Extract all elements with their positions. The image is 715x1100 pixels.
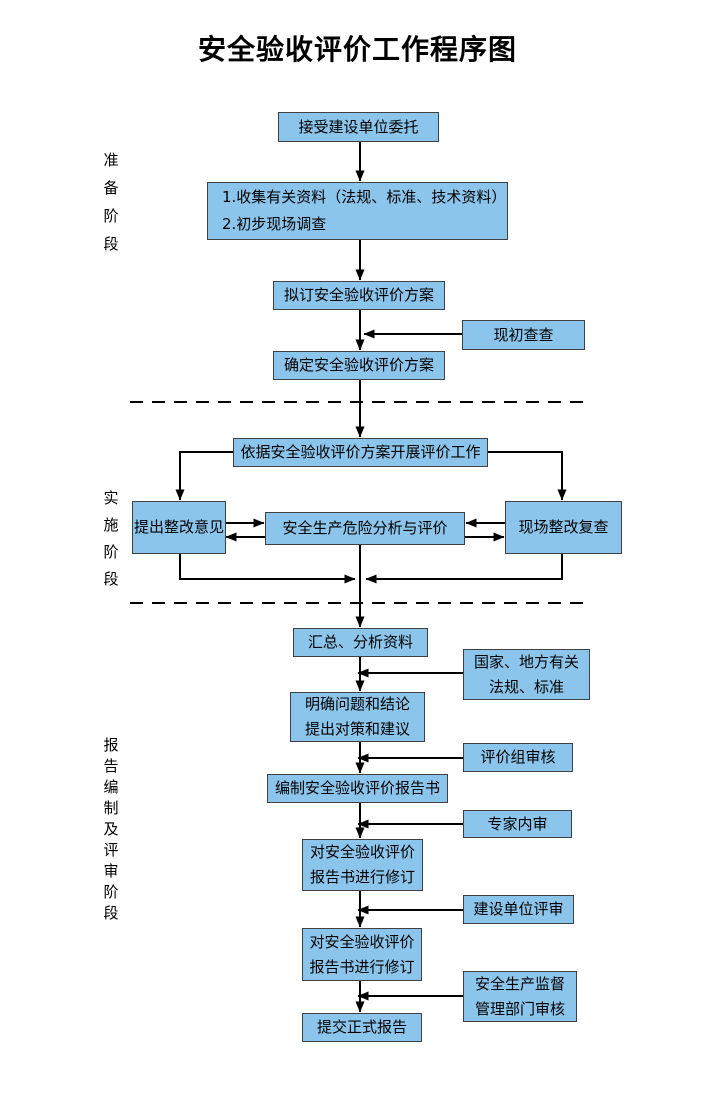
node-carry-out-evaluation: 依据安全验收评价方案开展评价工作 bbox=[233, 438, 488, 467]
node-evaluation-group-review: 评价组审核 bbox=[463, 743, 573, 772]
node-draft-evaluation-plan: 拟订安全验收评价方案 bbox=[273, 281, 445, 310]
node-propose-rectification: 提出整改意见 bbox=[132, 501, 226, 554]
node-revise-report-2: 对安全验收评价 报告书进行修订 bbox=[302, 928, 422, 981]
node-expert-internal-review: 专家内审 bbox=[463, 810, 572, 838]
node-compile-evaluation-report: 编制安全验收评价报告书 bbox=[267, 774, 448, 803]
node-clarify-problems-suggestions: 明确问题和结论 提出对策和建议 bbox=[290, 692, 425, 742]
node-client-unit-review: 建设单位评审 bbox=[463, 895, 574, 924]
phase-label-implementation: 实 施 阶 段 bbox=[103, 489, 119, 588]
node-supervision-authority-review: 安全生产监督 管理部门审核 bbox=[463, 971, 577, 1022]
page-title: 安全验收评价工作程序图 bbox=[197, 33, 517, 66]
flow-arrows bbox=[175, 142, 567, 1013]
node-initial-site-check: 现初查查 bbox=[462, 320, 585, 350]
node-hazard-analysis-evaluation: 安全生产危险分析与评价 bbox=[265, 512, 465, 545]
node-collect-materials: 1.收集有关资料（法规、标准、技术资料） 2.初步现场调查 bbox=[207, 182, 508, 240]
node-revise-report-1: 对安全验收评价 报告书进行修订 bbox=[302, 839, 423, 891]
node-summarize-analyze-data: 汇总、分析资料 bbox=[293, 628, 428, 657]
node-laws-standards: 国家、地方有关 法规、标准 bbox=[463, 649, 590, 700]
node-submit-formal-report: 提交正式报告 bbox=[302, 1013, 422, 1042]
node-onsite-rectification-recheck: 现场整改复查 bbox=[505, 501, 622, 554]
phase-label-preparation: 准 备 阶 段 bbox=[103, 151, 119, 253]
node-confirm-evaluation-plan: 确定安全验收评价方案 bbox=[273, 351, 445, 380]
phase-label-report-review: 报 告 编 制 及 评 审 阶 段 bbox=[103, 736, 119, 922]
node-accept-commission: 接受建设单位委托 bbox=[278, 112, 439, 142]
